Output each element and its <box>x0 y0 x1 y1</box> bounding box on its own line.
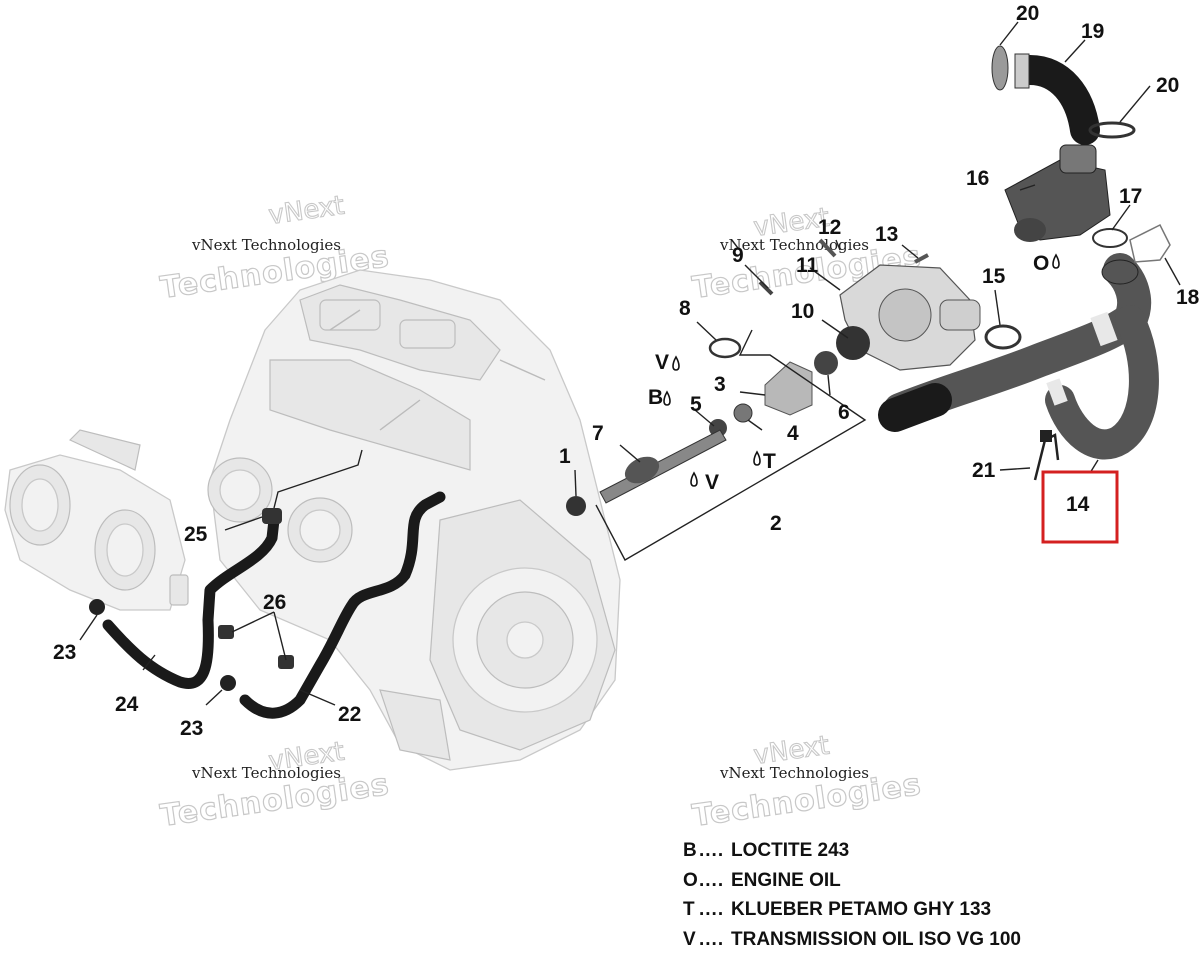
callout-20-right: 20 <box>1156 74 1179 97</box>
legend-separator: .... <box>695 866 731 896</box>
callout-10: 10 <box>791 300 814 323</box>
legend-text: LOCTITE 243 <box>731 840 849 861</box>
marker-t-bearing: T <box>763 450 776 473</box>
legend-text: ENGINE OIL <box>731 870 841 891</box>
oil-drop-icon <box>673 357 679 370</box>
svg-text:vNext Technologies: vNext Technologies <box>191 764 341 782</box>
callout-6: 6 <box>838 401 850 424</box>
throttle-body-ghost <box>5 430 188 610</box>
callout-1: 1 <box>559 445 571 468</box>
callout-24: 24 <box>115 693 139 716</box>
marker-b-top: B <box>648 386 663 409</box>
legend-text: TRANSMISSION OIL ISO VG 100 <box>731 929 1021 950</box>
watermark-bottom-right: vNext Technologies vNext Technologies <box>690 731 923 834</box>
callout-25: 25 <box>184 523 208 546</box>
callout-26: 26 <box>263 591 286 614</box>
legend-code: V <box>683 925 695 954</box>
o-ring-17 <box>1093 229 1127 247</box>
svg-text:vNext Technologies: vNext Technologies <box>719 764 869 782</box>
callout-13: 13 <box>875 223 898 246</box>
legend-row-o: O....ENGINE OIL <box>683 866 1021 896</box>
oil-drop-icon <box>754 452 760 465</box>
marker-v-gear: V <box>705 471 719 494</box>
legend-separator: .... <box>695 925 731 954</box>
thermostat-housing <box>1005 145 1110 242</box>
callout-11: 11 <box>796 254 819 277</box>
callout-16: 16 <box>966 167 989 190</box>
callout-20-top: 20 <box>1016 2 1039 25</box>
oil-drop-icon <box>691 473 697 486</box>
callout-22: 22 <box>338 703 361 726</box>
callout-14: 14 <box>1066 493 1090 516</box>
legend-code: B <box>683 836 695 866</box>
legend-row-v: V....TRANSMISSION OIL ISO VG 100 <box>683 925 1021 954</box>
legend-separator: .... <box>695 895 731 925</box>
legend-row-b: B....LOCTITE 243 <box>683 836 1021 866</box>
callout-12: 12 <box>818 216 841 239</box>
watermark-bottom-left: vNext Technologies vNext Technologies <box>158 737 391 834</box>
svg-text:vNext Technologies: vNext Technologies <box>191 236 341 254</box>
legend-row-t: T....KLUEBER PETAMO GHY 133 <box>683 895 1021 925</box>
lubricant-legend: B....LOCTITE 243 O....ENGINE OIL T....KL… <box>683 836 1021 954</box>
callout-4: 4 <box>787 422 799 445</box>
callout-2: 2 <box>770 512 782 535</box>
callout-3: 3 <box>714 373 726 396</box>
callout-21: 21 <box>972 459 996 482</box>
callout-23-bottom: 23 <box>180 717 203 740</box>
callout-19: 19 <box>1081 20 1104 43</box>
callout-9: 9 <box>732 244 744 267</box>
callout-18: 18 <box>1176 286 1200 309</box>
callout-15: 15 <box>982 265 1006 288</box>
marker-o-seal: O <box>1033 252 1049 275</box>
callout-5: 5 <box>690 393 702 416</box>
oil-drop-icon <box>664 392 670 405</box>
callout-7: 7 <box>592 422 604 445</box>
legend-code: O <box>683 866 695 896</box>
gasket-18 <box>1130 225 1170 262</box>
marker-v-top: V <box>655 351 669 374</box>
callout-8: 8 <box>679 297 691 320</box>
hose-19 <box>1015 54 1085 130</box>
svg-text:vNext: vNext <box>267 191 346 231</box>
oil-drop-icon <box>1053 255 1059 268</box>
callout-23-left: 23 <box>53 641 76 664</box>
callout-17: 17 <box>1119 185 1142 208</box>
legend-text: KLUEBER PETAMO GHY 133 <box>731 899 991 920</box>
legend-separator: .... <box>695 836 731 866</box>
legend-code: T <box>683 895 695 925</box>
